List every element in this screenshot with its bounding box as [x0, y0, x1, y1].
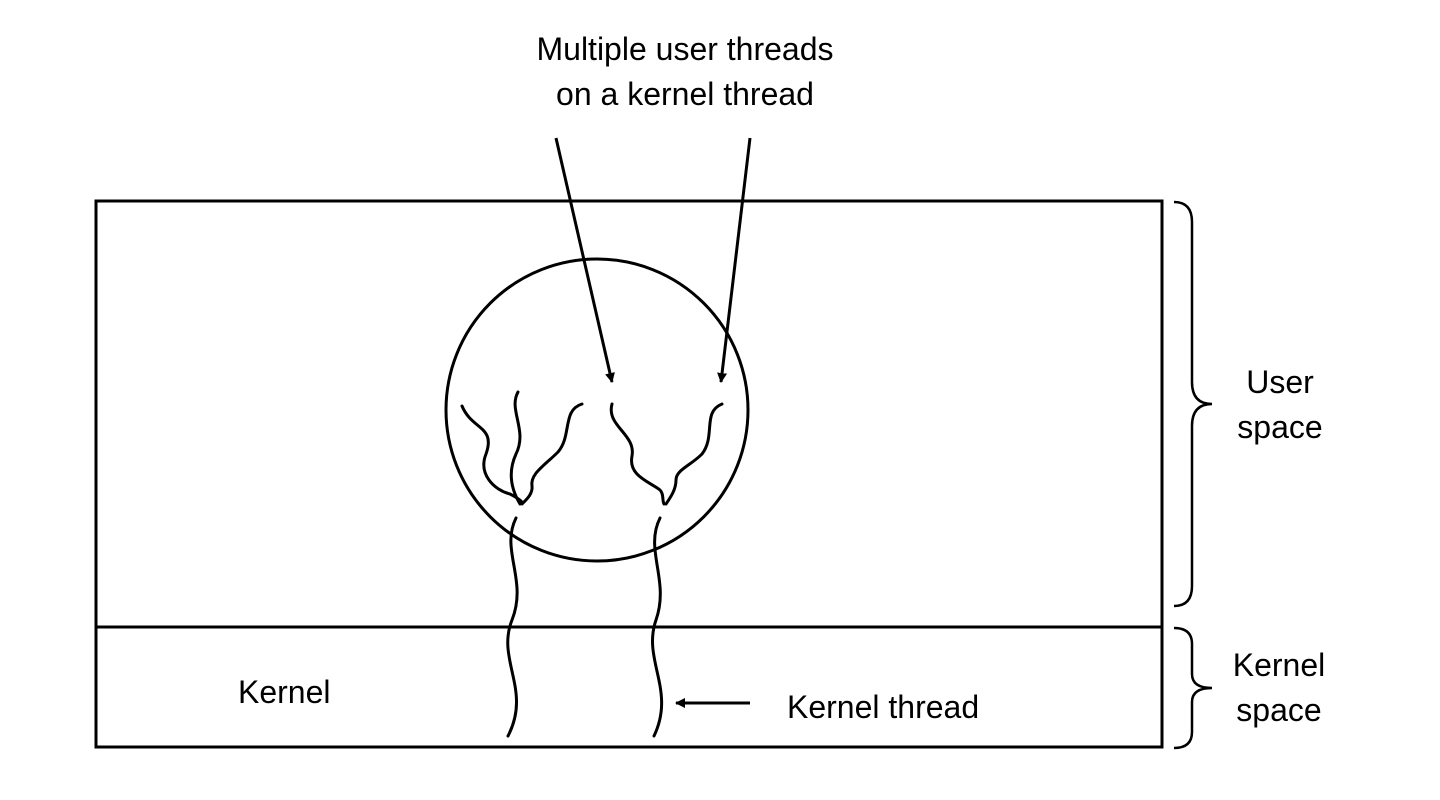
arrow-to-thread — [717, 137, 752, 383]
user-thread — [609, 402, 666, 506]
annotation-line-2: on a kernel thread — [556, 76, 814, 112]
annotation-label: Multiple user threads on a kernel thread — [455, 27, 915, 117]
kernel-space-line-1: Kernel — [1232, 647, 1326, 683]
kernel-space-label: Kernel space — [1224, 643, 1334, 733]
user-thread — [509, 390, 522, 506]
user-space-line-2: space — [1237, 409, 1323, 445]
user-threads — [460, 390, 724, 506]
user-thread — [664, 402, 724, 506]
kernel-thread — [651, 516, 664, 738]
system-box — [94, 199, 1164, 749]
user-space-label: User space — [1230, 360, 1330, 450]
kernel-threads — [506, 516, 664, 738]
user-space-brace — [1173, 200, 1213, 608]
kernel-space-line-2: space — [1236, 692, 1322, 728]
annotation-line-1: Multiple user threads — [536, 31, 834, 67]
kernel-thread-label: Kernel thread — [787, 689, 980, 725]
kernel-space-brace — [1173, 626, 1213, 750]
user-space-line-1: User — [1246, 364, 1314, 400]
arrow-to-thread — [554, 137, 615, 383]
process-circle — [444, 257, 750, 563]
annotation-arrows — [554, 137, 752, 383]
kernel-label: Kernel — [238, 674, 331, 710]
user-thread — [520, 402, 584, 506]
kernel-thread — [506, 516, 519, 738]
